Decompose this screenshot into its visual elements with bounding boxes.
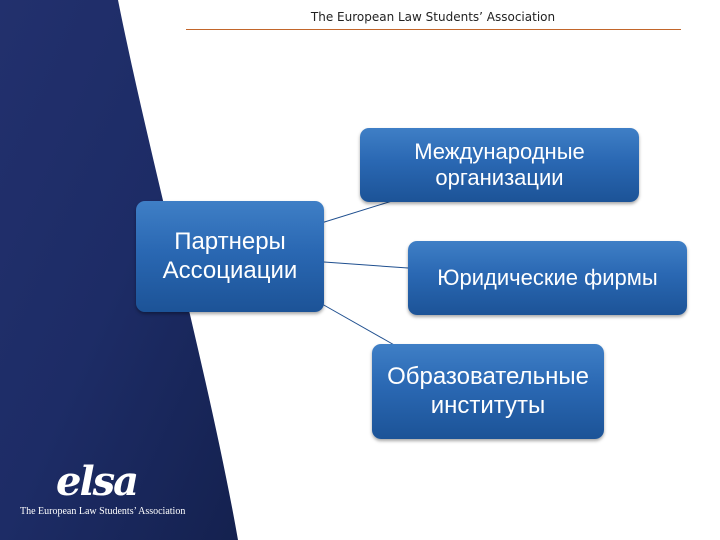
header-title: The European Law Students’ Association <box>310 10 556 24</box>
node-law-firms: Юридические фирмы <box>408 241 687 315</box>
connector-lines <box>317 200 409 347</box>
connector-to-institutes <box>321 303 397 347</box>
node-intl-organizations-label: Международные организации <box>414 139 585 190</box>
node-law-firms-label: Юридические фирмы <box>437 265 658 291</box>
logo-wordmark: elsa <box>56 458 139 505</box>
header-divider <box>186 29 681 30</box>
elsa-logo: elsa The European Law Students’ Associat… <box>20 458 190 522</box>
node-educational-institutions-label: Образовательные институты <box>387 363 589 419</box>
logo-subtitle: The European Law Students’ Association <box>20 506 186 517</box>
connector-to-intl-orgs <box>317 200 393 225</box>
center-node-label: Партнеры Ассоциации <box>162 228 298 284</box>
node-educational-institutions: Образовательные институты <box>372 344 604 439</box>
connector-to-law-firms <box>323 261 409 269</box>
center-node-partners: Партнеры Ассоциации <box>136 201 324 312</box>
node-intl-organizations: Международные организации <box>360 128 639 202</box>
